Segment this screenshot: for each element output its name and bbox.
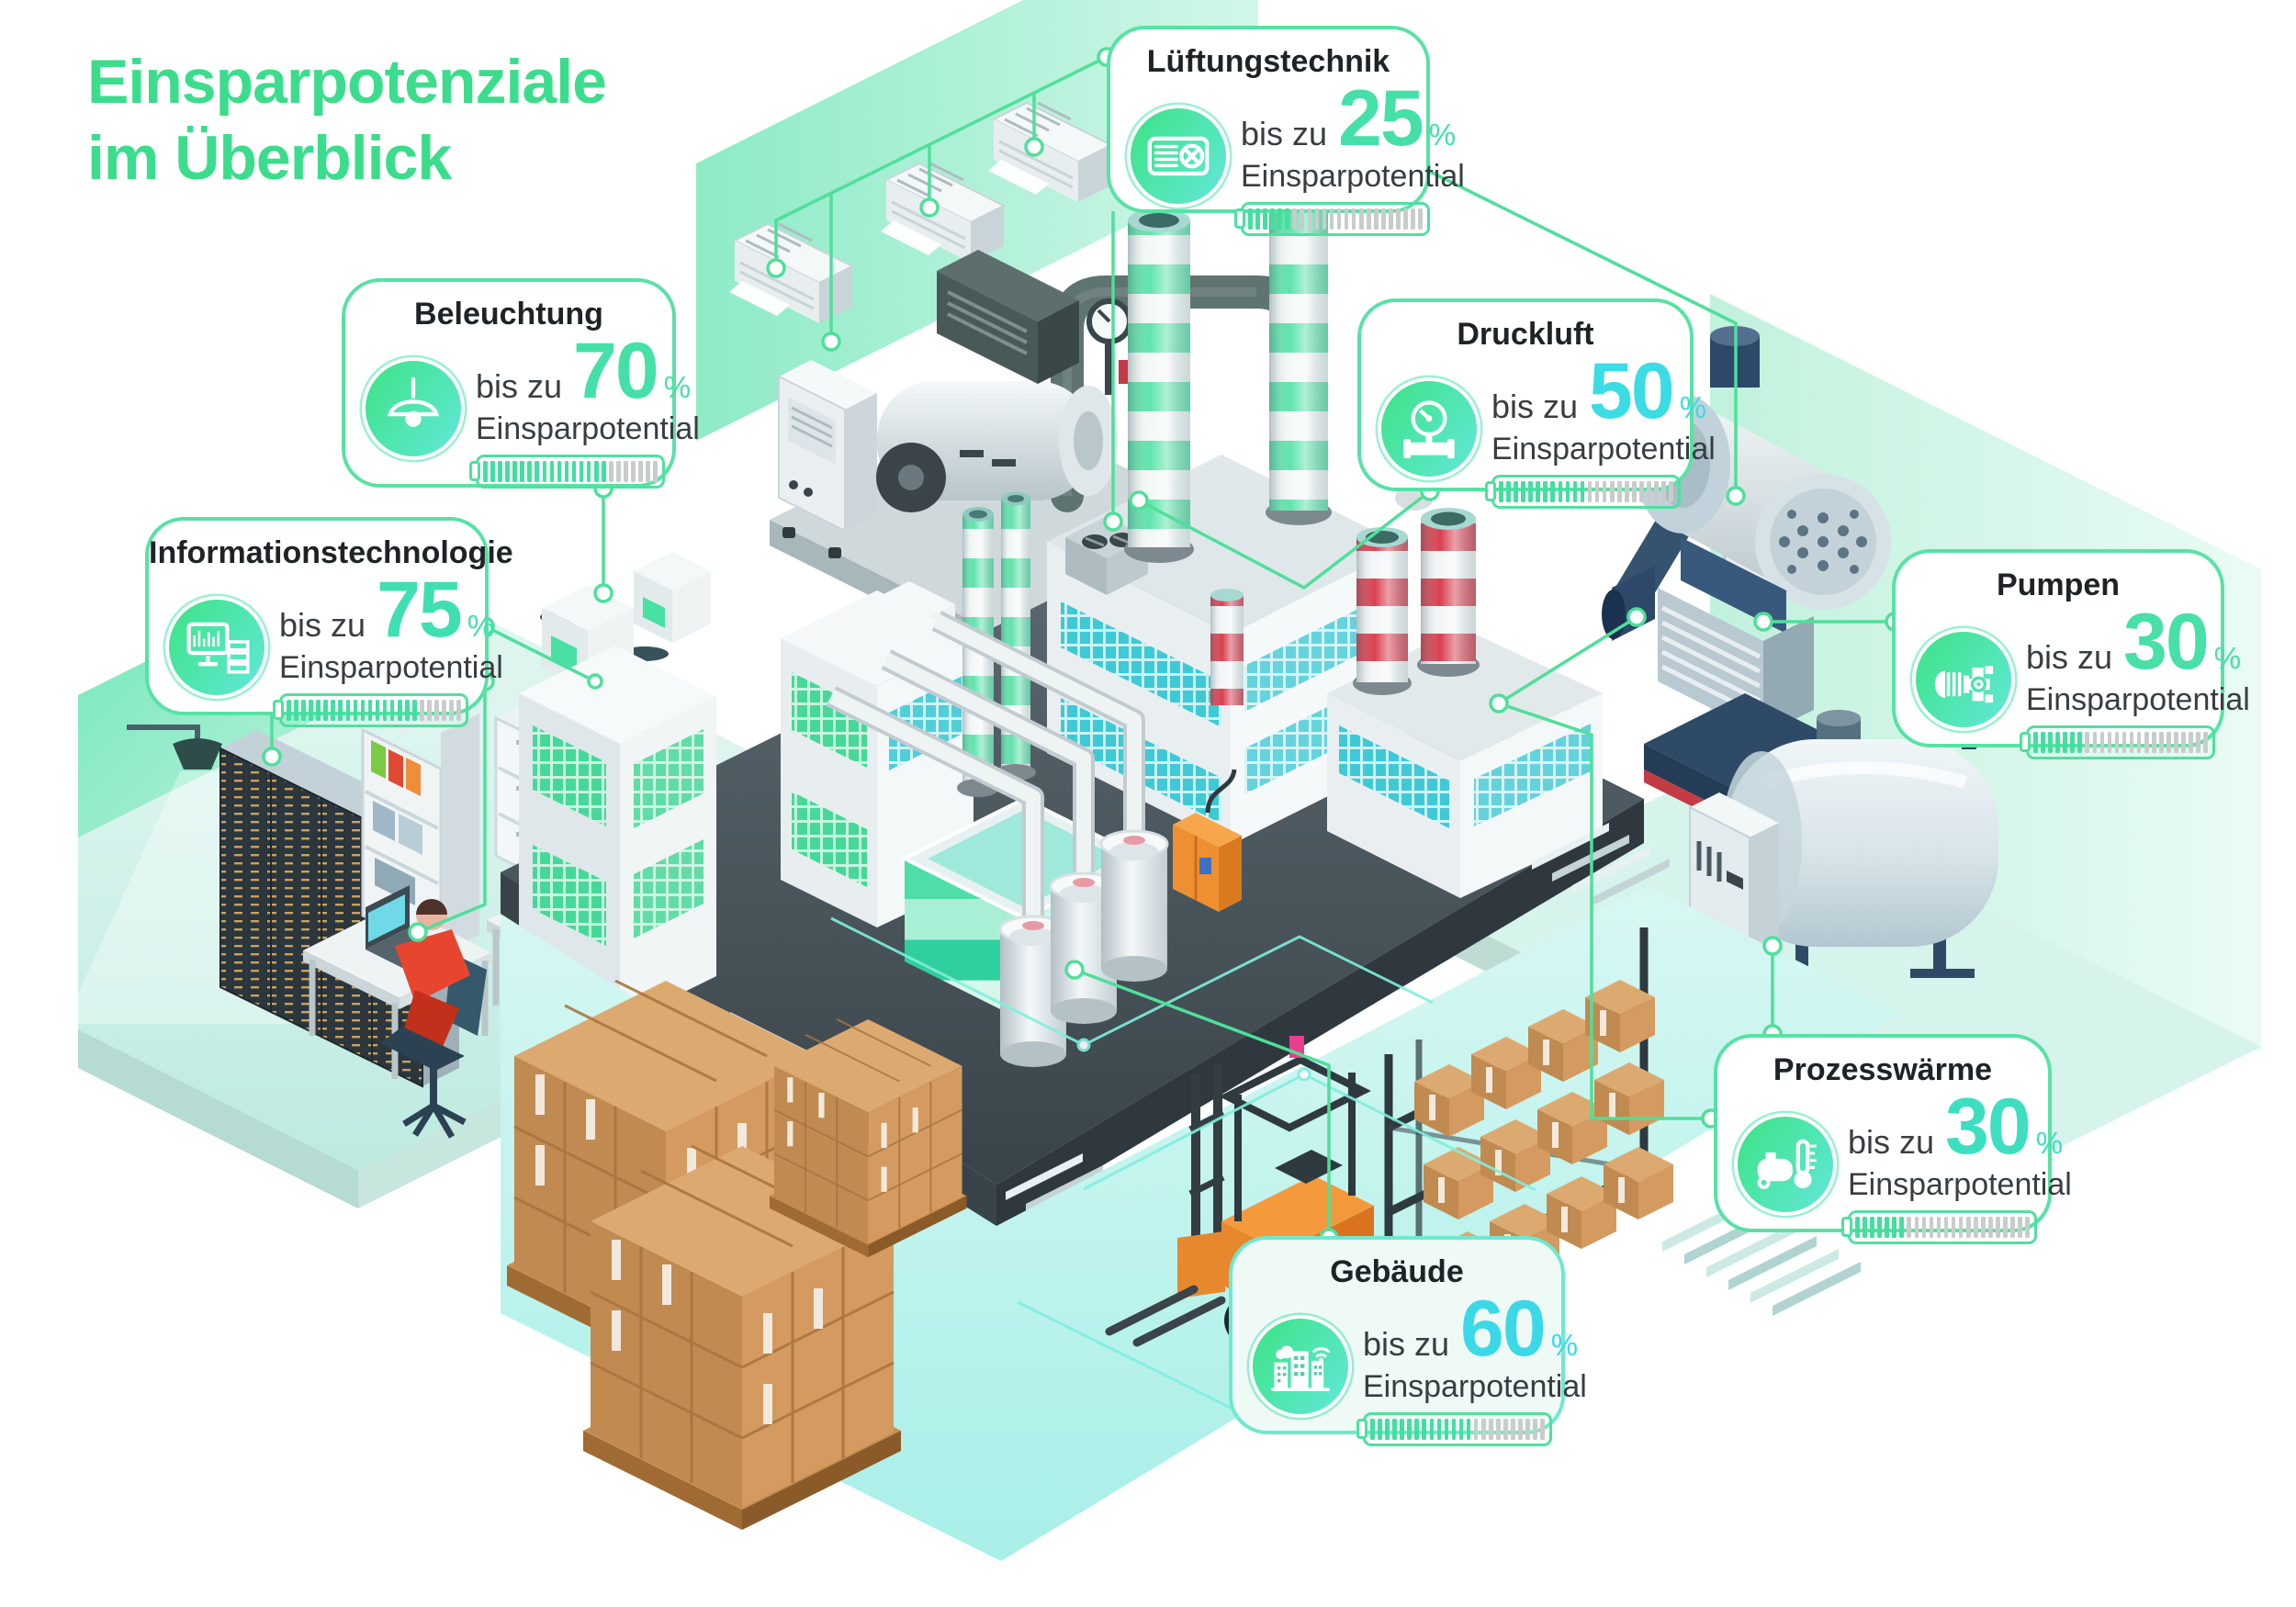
boiler-thermometer-icon [1738,1116,1833,1212]
card-prefix: bis zu [279,606,366,644]
card-prefix: bis zu [2026,638,2113,676]
card-value: 50 [1589,347,1675,435]
card-title: Lüftungstechnik [1146,44,1390,79]
card-unit: % [663,370,692,404]
card-unit: % [1550,1328,1579,1362]
server-racks [219,730,460,1087]
computer-server-icon [169,599,264,695]
ventilation-icon [1131,107,1226,204]
chimney-red [1353,508,1480,695]
savings-card-pumpen: Pumpen bis zu 30 % Einsparpotential [1892,549,2250,759]
card-unit: % [467,609,495,643]
card-unit: % [2213,641,2242,675]
smart-building-icon [1253,1318,1348,1414]
card-title: Druckluft [1457,317,1594,352]
binder [399,814,422,855]
office-worker [380,899,487,1139]
card-title: Pumpen [1996,568,2121,602]
card-value: 70 [573,327,659,415]
card-title: Informationstechnologie [149,535,513,570]
process-silos [826,611,1169,1067]
card-value: 30 [2123,598,2210,686]
carton-box [1414,1064,1484,1137]
storage-tank [1689,707,1998,1022]
leader-druckluft [1138,489,1432,590]
pendant-lamp-icon [366,360,461,456]
battery-gauge [2026,725,2215,759]
savings-card-gebaeude: Gebäude bis zu 60 % Einsparpotential [1229,1236,1587,1446]
battery-gauge [1241,201,1430,236]
leader-lueftungstechnik [774,55,1108,268]
chimney-red-small [1210,589,1244,705]
warehouse-area [501,886,1901,1561]
card-unit: % [1428,118,1457,152]
battery-gauge [476,454,665,489]
card-prefix: bis zu [1491,388,1579,425]
card-suffix: Einsparpotential [1241,158,1465,194]
battery-gauge [1363,1411,1552,1446]
savings-card-lueftungstechnik: Lüftungstechnik bis zu 25 % Einsparpoten… [1107,26,1465,236]
battery-gauge [279,692,468,727]
card-unit: % [1679,390,1707,424]
pressure-gauge-icon [1381,380,1477,477]
card-prefix: bis zu [476,367,563,405]
card-value: 30 [1945,1083,2032,1171]
card-suffix: Einsparpotential [476,410,700,446]
card-title: Beleuchtung [414,297,603,332]
card-value: 60 [1460,1285,1547,1373]
battery-gauge [1491,474,1681,509]
page-title-line2: im Überblick [87,122,452,193]
card-unit: % [2035,1126,2064,1160]
binder [371,740,386,779]
binder [388,749,403,788]
savings-card-druckluft: Druckluft bis zu 50 % Einsparpotential [1357,298,1716,509]
card-prefix: bis zu [1848,1123,1935,1161]
battery-gauge [1848,1209,2037,1244]
stairs-warehouse [1662,1197,1861,1316]
card-title: Prozesswärme [1773,1052,1993,1087]
card-suffix: Einsparpotential [279,649,503,685]
pump-grille [1779,510,1867,574]
savings-card-informationstechnologie: Informationstechnologie bis zu 75 % Eins… [145,517,513,727]
page-title-line1: Einsparpotenziale [87,47,607,117]
binder [373,801,395,841]
pump-icon [1916,631,2011,727]
box-stack [769,1018,968,1259]
savings-card-prozesswaerme: Prozesswärme bis zu 30 % Einsparpotentia… [1714,1034,2072,1244]
factory-building-right [1327,508,1603,898]
card-suffix: Einsparpotential [1848,1166,2072,1202]
ac-unit [729,222,855,323]
portable-ac-unit [778,360,877,558]
card-value: 25 [1338,74,1424,163]
card-suffix: Einsparpotential [1491,431,1716,466]
card-suffix: Einsparpotential [1363,1368,1587,1404]
compressor [876,250,1311,512]
leader-gebaeude [1074,968,1331,1238]
savings-card-beleuchtung: Beleuchtung bis zu 70 % Einsparpotential [342,278,700,489]
card-value: 75 [377,566,463,654]
card-title: Gebäude [1330,1254,1464,1289]
card-prefix: bis zu [1363,1325,1450,1363]
page-title: Einsparpotenziale im Überblick [87,44,607,197]
binder [406,758,421,796]
card-prefix: bis zu [1241,115,1328,152]
card-suffix: Einsparpotential [2026,681,2250,717]
orange-control-cabinet [1173,769,1242,912]
